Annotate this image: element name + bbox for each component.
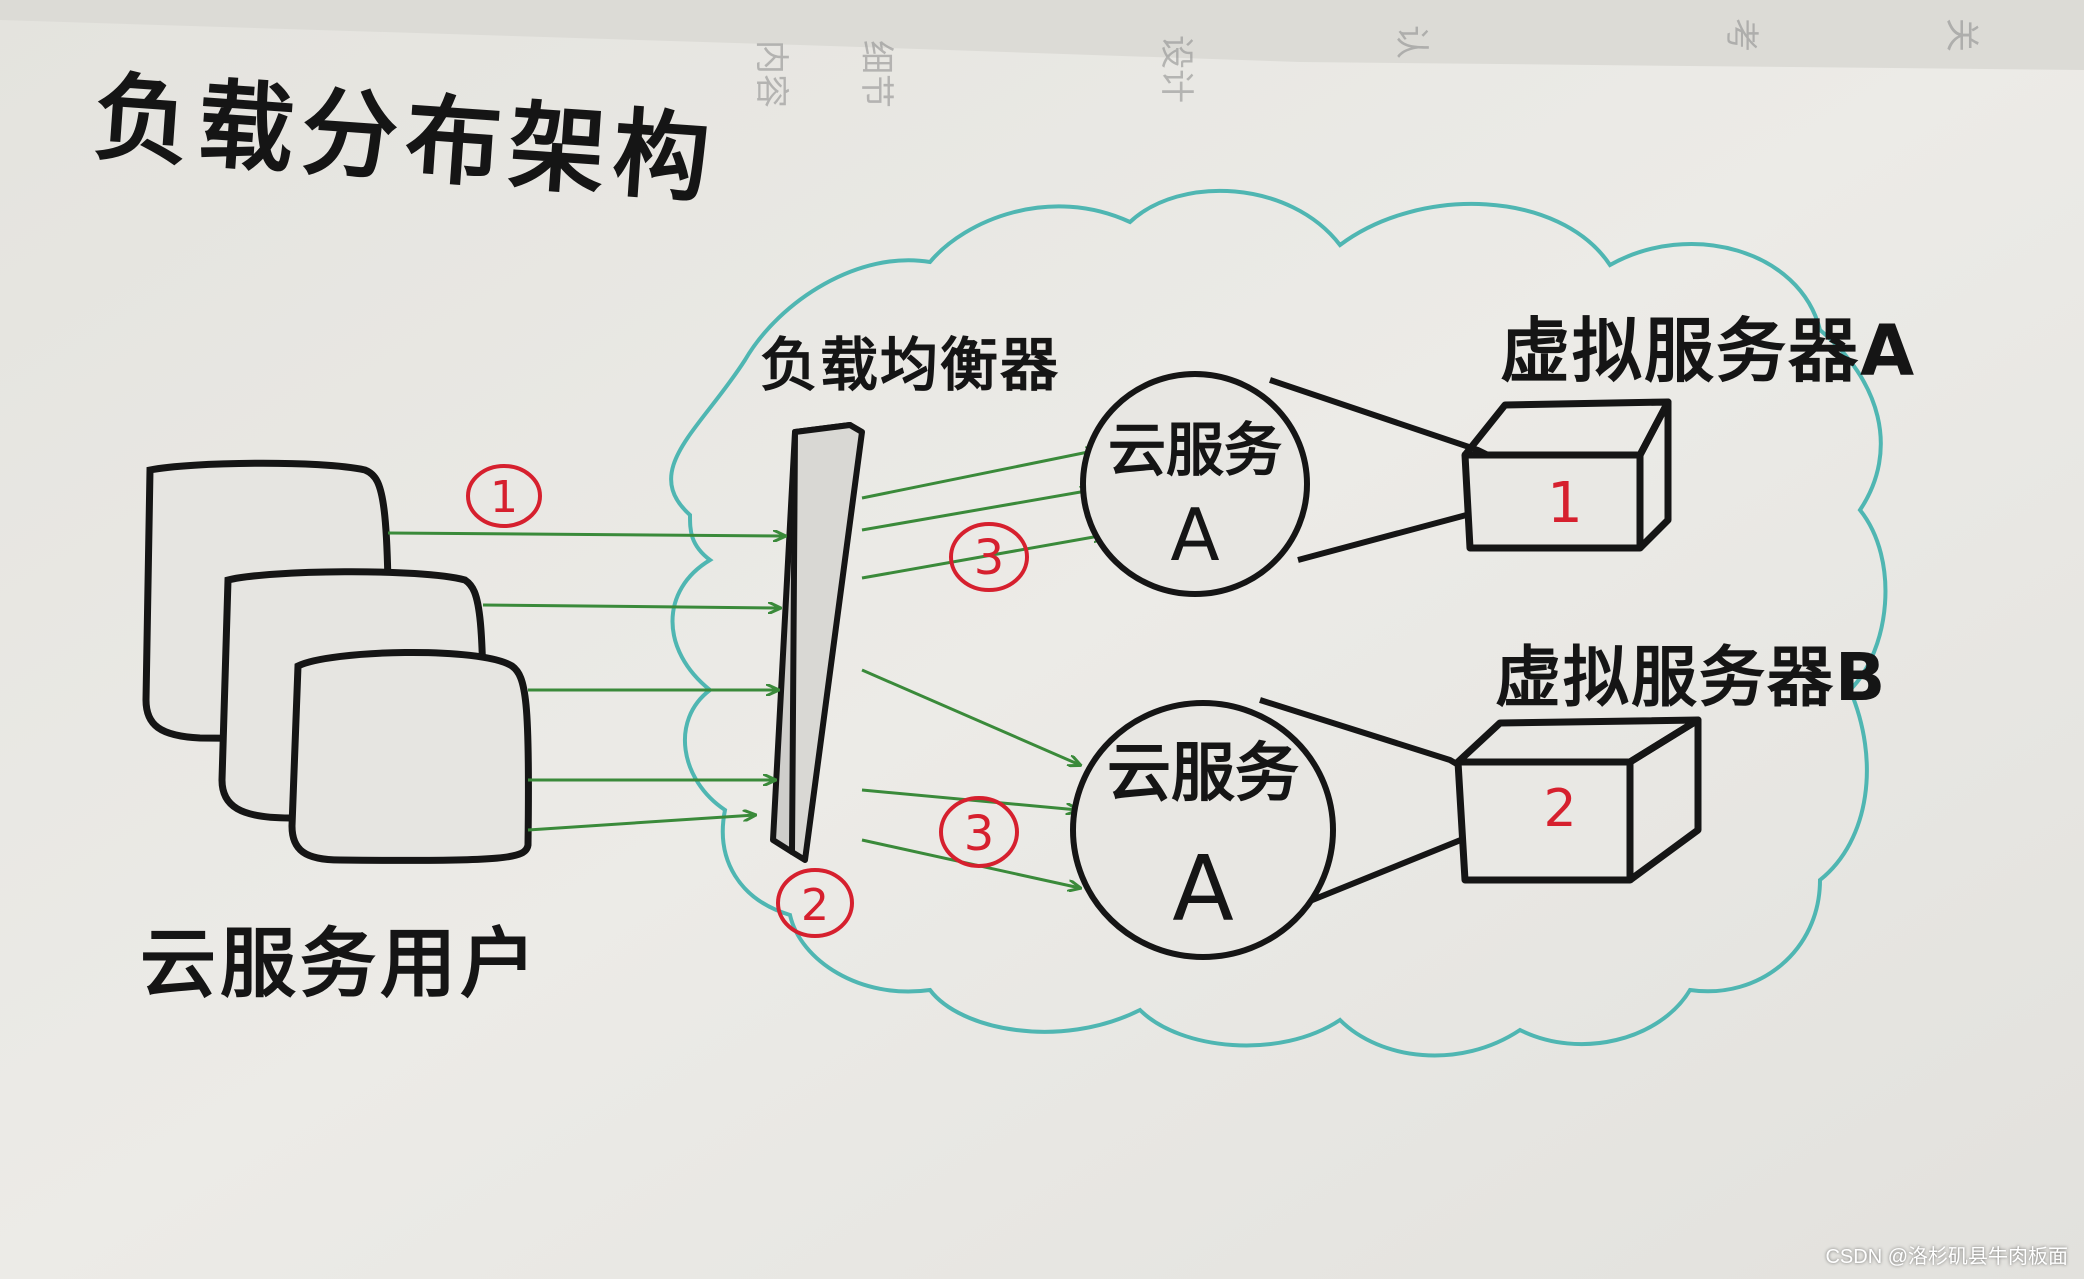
virtual-server-b-number: 2 — [1543, 779, 1576, 839]
step-marker-upper-number: 3 — [974, 530, 1005, 586]
svg-text:设计: 设计 — [1156, 35, 1196, 103]
svg-text:考: 考 — [1721, 18, 1761, 52]
upper-service-line1: 云服务 — [1108, 416, 1282, 484]
user-box-front — [292, 652, 528, 860]
svg-text:细节: 细节 — [856, 40, 896, 108]
step-marker-balancer-number: 2 — [801, 880, 829, 931]
users-label: 云服务用户 — [140, 919, 540, 1008]
virtual-server-b-label: 虚拟服务器B — [1495, 639, 1887, 716]
svg-text:内容: 内容 — [751, 40, 791, 108]
lower-service-line1: 云服务 — [1107, 737, 1299, 811]
step-marker-users-number: 1 — [490, 472, 518, 523]
lower-service-line2: A — [1172, 837, 1234, 942]
svg-text:认: 认 — [1391, 25, 1431, 59]
upper-service-line2: A — [1170, 493, 1219, 577]
virtual-server-a-number: 1 — [1547, 471, 1583, 536]
csdn-watermark: CSDN @洛杉矶县牛肉板面 — [1825, 1240, 2068, 1269]
svg-text:关: 关 — [1941, 18, 1981, 52]
load-balancer-label: 负载均衡器 — [760, 331, 1060, 399]
virtual-server-a-label: 虚拟服务器A — [1500, 310, 1916, 392]
step-marker-lower-number: 3 — [964, 806, 995, 862]
